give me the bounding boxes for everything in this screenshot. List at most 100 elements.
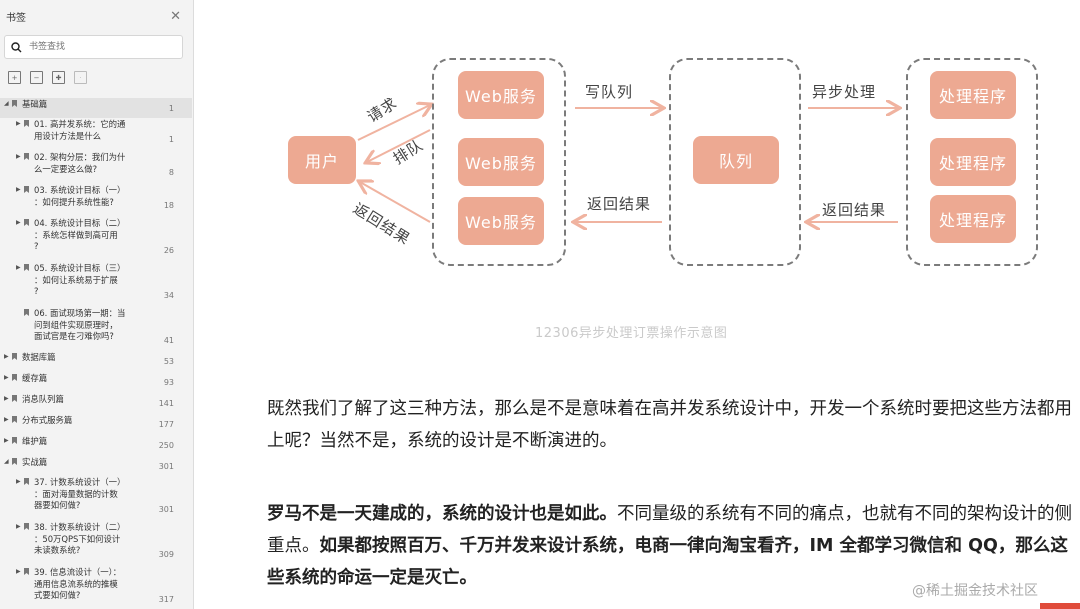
bookmark-page-number: 317 (158, 594, 174, 604)
expand-right-icon[interactable]: ▶ (16, 568, 21, 575)
bookmark-icon (24, 219, 29, 226)
bookmark-panel: 书签 ✕ + − ✚ · ◢ 基础篇 1 ▶ 01. 高并发系统：它的通用设计方法是什么… (0, 0, 194, 609)
bookmark-search[interactable] (4, 35, 183, 59)
bookmark-icon (12, 416, 17, 423)
bookmark-icon (24, 309, 29, 316)
collapse-all-icon[interactable]: − (30, 71, 43, 84)
expand-right-icon[interactable]: ▶ (16, 153, 21, 160)
bookmark-toolbar: + − ✚ · (0, 59, 193, 91)
web-group (432, 58, 566, 266)
expand-right-icon[interactable]: ▶ (4, 374, 9, 381)
bookmark-section[interactable]: ▶ 分布式服务篇 177 (0, 414, 192, 434)
bookmark-item[interactable]: ▶ 04. 系统设计目标（二）：系统怎样做到高可用? 26 (0, 217, 192, 260)
bookmark-page-number: 34 (163, 290, 174, 300)
bookmark-icon (24, 264, 29, 271)
bookmark-label: 缓存篇 (22, 373, 48, 383)
bookmark-section[interactable]: ◢ 基础篇 1 (0, 98, 192, 118)
expand-right-icon[interactable]: ▶ (16, 120, 21, 127)
processor-box: 处理程序 (930, 138, 1016, 186)
expand-right-icon[interactable]: ▶ (16, 219, 21, 226)
bookmark-page-number: 177 (158, 420, 174, 429)
web-service-box: Web服务 (458, 197, 544, 245)
bookmark-label: 分布式服务篇 (22, 415, 73, 425)
bookmark-icon (24, 186, 29, 193)
bookmark-page-number: 1 (168, 104, 174, 113)
bookmark-item[interactable]: ▶02. 架构分层：我们为什么一定要这么做?8 (0, 151, 192, 182)
bookmark-icon (12, 374, 17, 381)
bookmark-icon (12, 458, 17, 465)
bookmark-item[interactable]: 06. 面试现场第一期：当问到组件实现原理时，面试官是在刁难你吗? 41 (0, 307, 192, 350)
bookmark-page-number: 26 (163, 245, 174, 255)
label-return-mid: 返回结果 (587, 195, 652, 213)
bookmark-icon (12, 353, 17, 360)
bold-text: 如果都按照百万、千万并发来设计系统，电商一律向淘宝看齐，IM 全都学习微信和 Q… (267, 536, 1068, 588)
bookmark-label: 06. 面试现场第一期：当问到组件实现原理时，面试官是在刁难你吗? (34, 308, 126, 341)
bookmark-item[interactable]: ▶ 03. 系统设计目标（一）：如何提升系统性能? 18 (0, 184, 192, 215)
queue-box: 队列 (693, 136, 779, 184)
diagram-caption: 12306异步处理订票操作示意图 (535, 326, 728, 341)
delete-bookmark-icon: · (74, 71, 87, 84)
bookmark-label: 04. 系统设计目标（二）：系统怎样做到高可用? (34, 218, 126, 251)
web-service-box: Web服务 (458, 138, 544, 186)
bookmark-icon (24, 153, 29, 160)
bookmark-page-number: 301 (158, 504, 174, 514)
expand-right-icon[interactable]: ▶ (16, 186, 21, 193)
bookmark-label: 实战篇 (22, 457, 48, 467)
expand-right-icon[interactable]: ▶ (16, 478, 21, 485)
label-return-right: 返回结果 (822, 201, 887, 219)
bookmark-item[interactable]: ▶ 05. 系统设计目标（三）：如何让系统易于扩展? 34 (0, 262, 192, 305)
bookmark-icon (12, 100, 17, 107)
bookmark-icon (24, 478, 29, 485)
bookmark-label: 05. 系统设计目标（三）：如何让系统易于扩展? (34, 263, 126, 296)
bold-text: 罗马不是一天建成的，系统的设计也是如此。 (267, 504, 617, 524)
corner-accent (1040, 603, 1080, 609)
expand-right-icon[interactable]: ▶ (16, 523, 21, 530)
expand-right-icon[interactable]: ▶ (4, 395, 9, 402)
bookmark-page-number: 301 (158, 462, 174, 471)
bookmark-label: 03. 系统设计目标（一）：如何提升系统性能? (34, 185, 126, 207)
bookmark-item[interactable]: ▶ 39. 信息流设计（一）：通用信息流系统的推模式要如何做? 317 (0, 566, 192, 609)
bookmark-page-number: 18 (163, 201, 174, 210)
bookmark-label: 数据库篇 (22, 352, 56, 362)
expand-right-icon[interactable]: ▶ (4, 416, 9, 423)
normal-text: 不同量级的系统有不同的痛点，也就有不同的架构设计的侧重点。 (267, 504, 1072, 556)
processor-box: 处理程序 (930, 71, 1016, 119)
bookmark-page-number: 8 (168, 168, 174, 177)
bookmark-icon (24, 120, 29, 127)
bookmark-header: 书签 ✕ (0, 0, 193, 32)
close-icon[interactable]: ✕ (170, 8, 181, 24)
bookmark-icon (24, 523, 29, 530)
bookmark-label: 39. 信息流设计（一）：通用信息流系统的推模式要如何做? (34, 567, 122, 600)
expand-all-icon[interactable]: + (8, 71, 21, 84)
bookmark-item[interactable]: ▶38. 计数系统设计（二）：50万QPS下如何设计未读数系统?309 (0, 521, 192, 564)
user-box: 用户 (288, 136, 356, 184)
search-input[interactable] (27, 41, 171, 53)
expand-right-icon[interactable]: ▶ (4, 353, 9, 360)
label-async: 异步处理 (812, 83, 877, 101)
bookmark-label: 01. 高并发系统：它的通用设计方法是什么 (34, 119, 126, 141)
arrow-return-left (360, 182, 431, 223)
expand-right-icon[interactable]: ▶ (4, 437, 9, 444)
bookmark-label: 消息队列篇 (22, 394, 64, 404)
expand-down-icon[interactable]: ◢ (4, 458, 9, 465)
expand-right-icon[interactable]: ▶ (16, 264, 21, 271)
paragraph-2: 罗马不是一天建成的，系统的设计也是如此。不同量级的系统有不同的痛点，也就有不同的… (267, 498, 1077, 594)
diagram-arrows (270, 55, 1050, 275)
expand-down-icon[interactable]: ◢ (4, 100, 9, 107)
bookmark-item[interactable]: ▶ 37. 计数系统设计（一）：面对海量数据的计数器要如何做? 301 (0, 476, 192, 519)
bookmark-label: 37. 计数系统设计（一）：面对海量数据的计数器要如何做? (34, 477, 126, 510)
processor-box: 处理程序 (930, 195, 1016, 243)
search-icon (11, 41, 22, 52)
bookmark-icon (24, 568, 29, 575)
bookmark-page-number: 41 (163, 335, 174, 345)
add-bookmark-icon[interactable]: ✚ (52, 71, 65, 84)
bookmark-section[interactable]: ◢ 实战篇 301 (0, 456, 192, 476)
processor-group (906, 58, 1038, 266)
bookmark-label: 基础篇 (22, 99, 48, 109)
arrow-request (357, 105, 430, 141)
